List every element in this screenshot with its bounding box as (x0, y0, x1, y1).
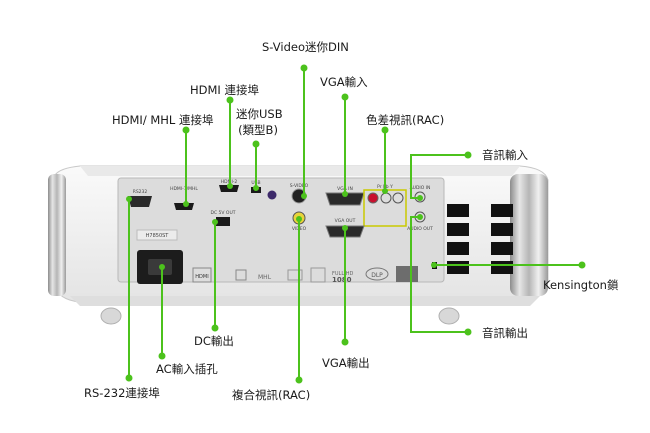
3d-logo (235, 269, 247, 281)
hdmi1-panel-label: HDMI-1/MHL (170, 186, 198, 192)
dc-out-panel-label: DC 5V OUT (211, 210, 236, 216)
leader-audio-in (410, 154, 469, 199)
label-kensington: Kensington鎖 (543, 278, 619, 292)
right-foot (438, 307, 460, 325)
hdmi-logo (192, 267, 212, 283)
label-hdmi-mhl: HDMI/ MHL 連接埠 (112, 113, 214, 127)
audio-out-panel-label: AUDIO OUT (407, 226, 433, 232)
1080-logo-text: 1080 (332, 276, 352, 284)
svideo-panel-label: S-VIDEO (290, 183, 309, 189)
connector-panel (117, 177, 445, 283)
leader-dots (125, 64, 586, 384)
pb-jack (380, 192, 392, 204)
label-audio-out: 音訊輸出 (482, 326, 528, 340)
label-hdmi: HDMI 連接埠 (190, 83, 259, 97)
label-ac-in: AC輸入插孔 (156, 362, 218, 376)
label-mini-usb-1: 迷你USB (236, 107, 283, 121)
label-rs232: RS-232連接埠 (84, 386, 160, 400)
leader-audio-out (410, 216, 469, 333)
label-vga-in: VGA輸入 (320, 75, 368, 89)
model-text: H7850ST (146, 233, 170, 239)
pr-jack (367, 192, 379, 204)
ir-sensor-icon (267, 190, 277, 200)
dts-logo (287, 269, 303, 281)
label-mini-usb-2: (類型B) (238, 123, 278, 137)
rs232-port (128, 196, 152, 207)
mhl-logo-text: MHL (258, 274, 272, 281)
audio-in-panel-label: AUDIO IN (410, 185, 431, 191)
model-badge (136, 229, 178, 241)
rs232-panel-label: RS232 (133, 189, 148, 195)
label-audio-in: 音訊輸入 (482, 148, 528, 162)
label-vga-out: VGA輸出 (322, 356, 370, 370)
label-dc-out: DC輸出 (194, 334, 234, 348)
vga-in-port (325, 192, 365, 206)
certification-badge (396, 266, 418, 282)
left-foot (100, 307, 122, 325)
logo-strip: HDMI MHL FULL HD 1080 DLP (192, 266, 418, 284)
left-metal-trim (48, 174, 66, 296)
label-component: 色差視訊(RAC) (366, 113, 445, 127)
dc-out-port (216, 217, 230, 226)
y-jack (392, 192, 404, 204)
hdmi-logo-text: HDMI (195, 274, 208, 280)
label-svideo: S-Video迷你DIN (262, 40, 349, 54)
dlp-logo-text: DLP (371, 272, 383, 279)
vga-out-panel-label: VGA OUT (335, 218, 356, 224)
leader-lines (128, 67, 583, 381)
srs-logo (310, 267, 326, 283)
hdmi-mhl-port (174, 203, 194, 210)
dlp-logo (365, 267, 389, 281)
fullhd-logo-text: FULL HD (332, 271, 353, 277)
label-composite: 複合視訊(RAC) (232, 388, 311, 402)
